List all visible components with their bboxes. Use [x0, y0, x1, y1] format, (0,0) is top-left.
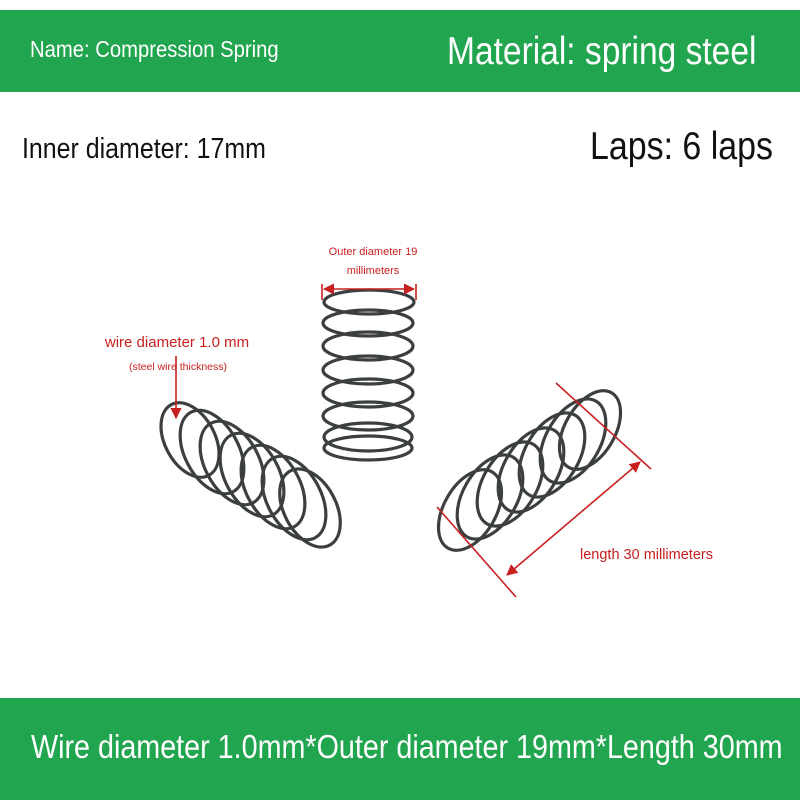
- product-name-label: Name: Compression Spring: [30, 36, 279, 62]
- material-label: Material: spring steel: [447, 30, 757, 73]
- length-dimension: [436, 382, 652, 598]
- left-lying-spring: [159, 401, 342, 549]
- outer-diameter-text-line1: Outer diameter 19: [329, 246, 418, 258]
- wire-thickness-note: (steel wire thickness): [129, 361, 227, 373]
- length-text: length 30 millimeters: [580, 547, 713, 563]
- outer-diameter-text-line2: millimeters: [347, 265, 400, 277]
- footer-band: Wire diameter 1.0mm*Outer diameter 19mm*…: [0, 698, 800, 800]
- inner-diameter-label: Inner diameter: 17mm: [22, 133, 266, 165]
- header-band: Name: Compression Spring Material: sprin…: [0, 10, 800, 92]
- laps-label: Laps: 6 laps: [590, 125, 773, 168]
- standing-spring: [321, 288, 416, 462]
- spec-summary-label: Wire diameter 1.0mm*Outer diameter 19mm*…: [31, 728, 783, 765]
- outer-diameter-dimension: [321, 283, 417, 300]
- right-lying-spring: [436, 389, 623, 552]
- wire-diameter-text: wire diameter 1.0 mm: [104, 334, 249, 351]
